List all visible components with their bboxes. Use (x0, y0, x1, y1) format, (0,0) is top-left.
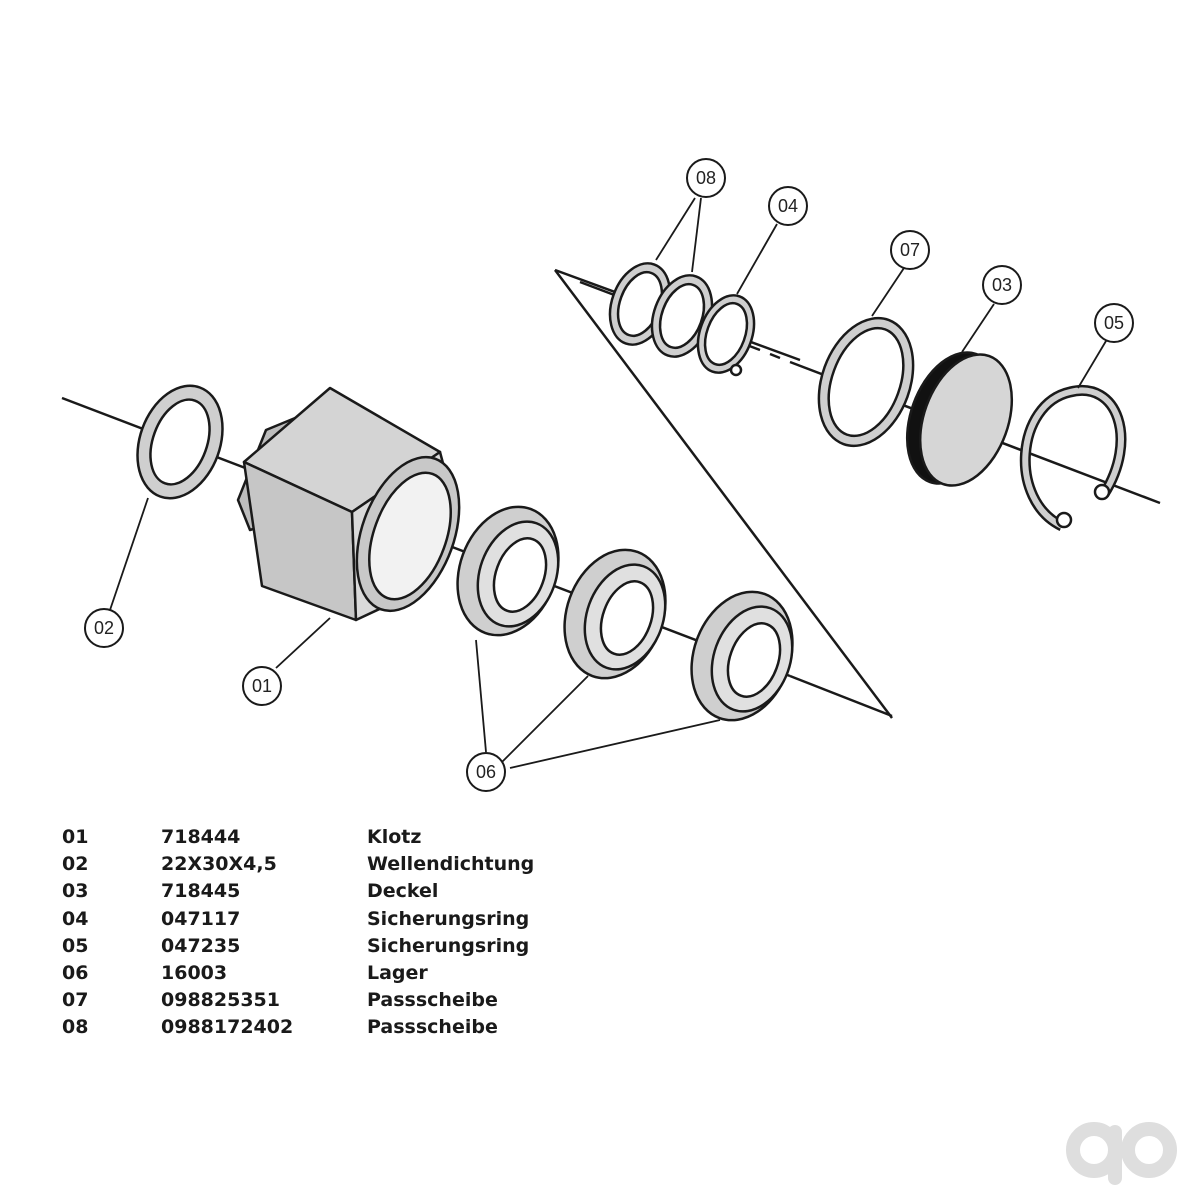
cover-part (905, 351, 1014, 487)
svg-text:08: 08 (696, 168, 716, 188)
svg-text:01: 01 (252, 676, 272, 696)
svg-text:03: 03 (992, 275, 1012, 295)
parts-list-table: 01 718444 Klotz 02 22X30X4,5 Wellendicht… (62, 824, 534, 1042)
parts-row: 05 047235 Sicherungsring (62, 933, 534, 960)
part-position: 06 (62, 962, 89, 985)
parts-row: 08 0988172402 Passscheibe (62, 1014, 534, 1041)
small-circlip-part (696, 294, 756, 377)
bearing-part-3 (690, 590, 794, 722)
part-number: 718444 (161, 826, 241, 848)
callout-05: 05 (1094, 303, 1134, 343)
part-number: 16003 (161, 962, 228, 985)
parts-row: 02 22X30X4,5 Wellendichtung (62, 851, 534, 878)
part-number: 047235 (161, 934, 241, 957)
parts-row: 06 16003 Lager (62, 960, 534, 987)
part-position: 03 (62, 880, 89, 903)
callout-08: 08 (686, 158, 726, 198)
hex-block-part (236, 386, 461, 622)
part-name: Sicherungsring (367, 934, 530, 957)
large-circlip-part (1019, 385, 1127, 531)
svg-text:04: 04 (778, 196, 798, 216)
svg-text:05: 05 (1104, 313, 1124, 333)
leader-lines (109, 197, 1107, 769)
part-position: 02 (62, 853, 89, 876)
part-number: 0988172402 (161, 1016, 294, 1039)
parts-row: 04 047117 Sicherungsring (62, 906, 534, 933)
part-position: 01 (62, 826, 89, 848)
part-name: Lager (367, 962, 428, 985)
parts-row: 07 098825351 Passscheibe (62, 987, 534, 1014)
part-name: Deckel (367, 880, 439, 903)
callout-04: 04 (768, 186, 808, 226)
part-position: 05 (62, 934, 89, 957)
part-name: Passscheibe (367, 989, 498, 1012)
callout-01: 01 (242, 666, 282, 706)
callout-06: 06 (466, 752, 506, 792)
svg-text:07: 07 (900, 240, 920, 260)
exploded-view-diagram: 08 04 07 03 05 02 01 06 (61, 158, 1161, 792)
ao-logo-icon (1066, 1122, 1177, 1185)
shim-washer-part-2 (650, 274, 714, 358)
callout-03: 03 (982, 265, 1022, 305)
part-position: 07 (62, 989, 89, 1012)
svg-text:06: 06 (476, 762, 496, 782)
part-position: 08 (62, 1016, 89, 1039)
svg-text:02: 02 (94, 618, 114, 638)
part-name: Klotz (367, 826, 422, 848)
parts-row: 01 718444 Klotz (62, 824, 534, 851)
parts-row: 03 718445 Deckel (62, 878, 534, 905)
part-name: Wellendichtung (367, 853, 535, 876)
shim-washer-part-3 (817, 316, 915, 448)
part-name: Passscheibe (367, 1016, 498, 1039)
part-number: 22X30X4,5 (161, 853, 277, 876)
part-name: Sicherungsring (367, 907, 530, 930)
part-number: 047117 (161, 907, 241, 930)
shaft-seal-part (136, 384, 224, 500)
part-number: 718445 (161, 880, 241, 903)
callout-07: 07 (890, 230, 930, 270)
bearing-part-1 (456, 505, 560, 637)
part-number: 098825351 (161, 989, 280, 1012)
bearing-part-2 (563, 548, 667, 680)
callout-02: 02 (84, 608, 124, 648)
part-position: 04 (62, 907, 89, 930)
